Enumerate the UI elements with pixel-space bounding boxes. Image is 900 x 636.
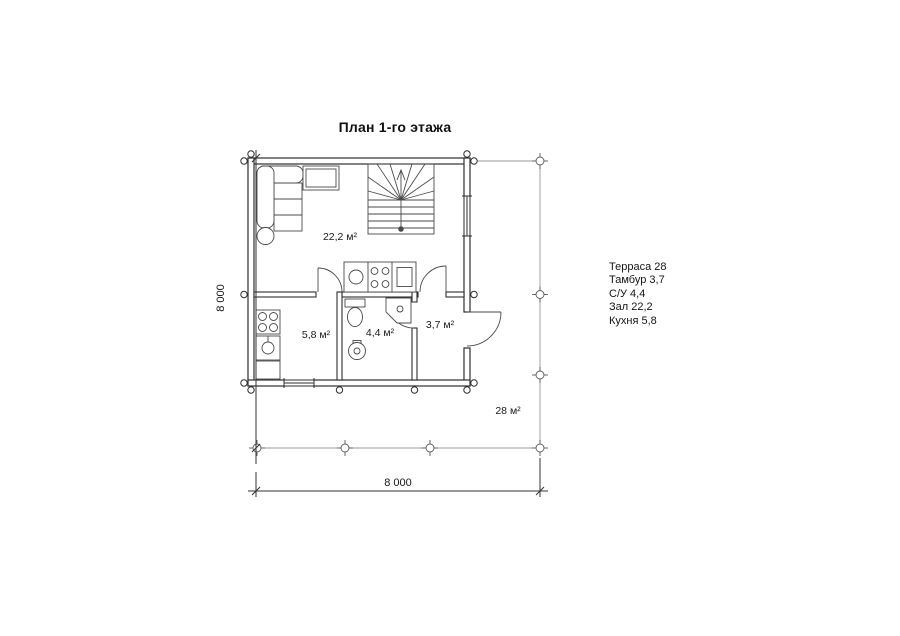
- stairs-direction-arrow: [396, 168, 406, 232]
- dim-left-label: 8 000: [215, 284, 227, 312]
- room-legend: Терраса 28 Тамбур 3,7 С/У 4,4 Зал 22,2 К…: [609, 261, 666, 328]
- hall-counter: [343, 261, 417, 293]
- dimension-bottom: 8 000: [248, 458, 548, 497]
- table: [302, 165, 340, 191]
- dimension-left: 8 000: [215, 150, 261, 464]
- stove: [255, 309, 281, 335]
- post-marker: [532, 153, 548, 169]
- post-marker: [532, 440, 548, 456]
- sofa: [256, 165, 304, 245]
- door-kitchen: [317, 267, 343, 293]
- post-marker: [532, 286, 548, 303]
- terrace-post-markers: [249, 153, 548, 456]
- log-end-joints: [240, 150, 478, 394]
- room-label-bathroom: 4,4 м²: [366, 327, 395, 339]
- post-marker: [249, 440, 265, 456]
- bath-sink: [348, 340, 366, 360]
- terrace-edge: [263, 160, 541, 449]
- legend-item-terrace: Терраса 28: [609, 261, 667, 273]
- legend-item-kitchen: Кухня 5,8: [609, 314, 657, 327]
- legend-item-bathroom: С/У 4,4: [609, 287, 646, 300]
- legend-item-tambour: Тамбур 3,7: [609, 274, 665, 287]
- dim-bottom-label: 8 000: [384, 477, 412, 489]
- shower: [385, 297, 412, 324]
- kitchen-sink: [255, 335, 281, 361]
- interior-walls: [253, 291, 465, 381]
- room-label-tambour: 3,7 м²: [426, 319, 455, 331]
- stairs: [367, 163, 435, 235]
- post-marker: [337, 440, 353, 456]
- page-title: План 1-го этажа: [338, 119, 452, 135]
- door-entrance: [466, 311, 502, 347]
- room-label-terrace: 28 м²: [495, 405, 521, 417]
- window-right-wall: [462, 195, 472, 237]
- window-kitchen: [283, 378, 315, 388]
- room-label-kitchen: 5,8 м²: [302, 329, 331, 341]
- post-marker: [422, 440, 438, 456]
- fridge: [255, 360, 281, 380]
- room-labels: 22,2 м² 5,8 м² 4,4 м² 3,7 м² 28 м²: [302, 231, 521, 417]
- legend-item-hall: Зал 22,2: [609, 301, 653, 314]
- door-tambour: [419, 265, 447, 293]
- post-marker: [532, 367, 548, 383]
- room-label-hall: 22,2 м²: [323, 231, 358, 243]
- toilet: [344, 298, 366, 327]
